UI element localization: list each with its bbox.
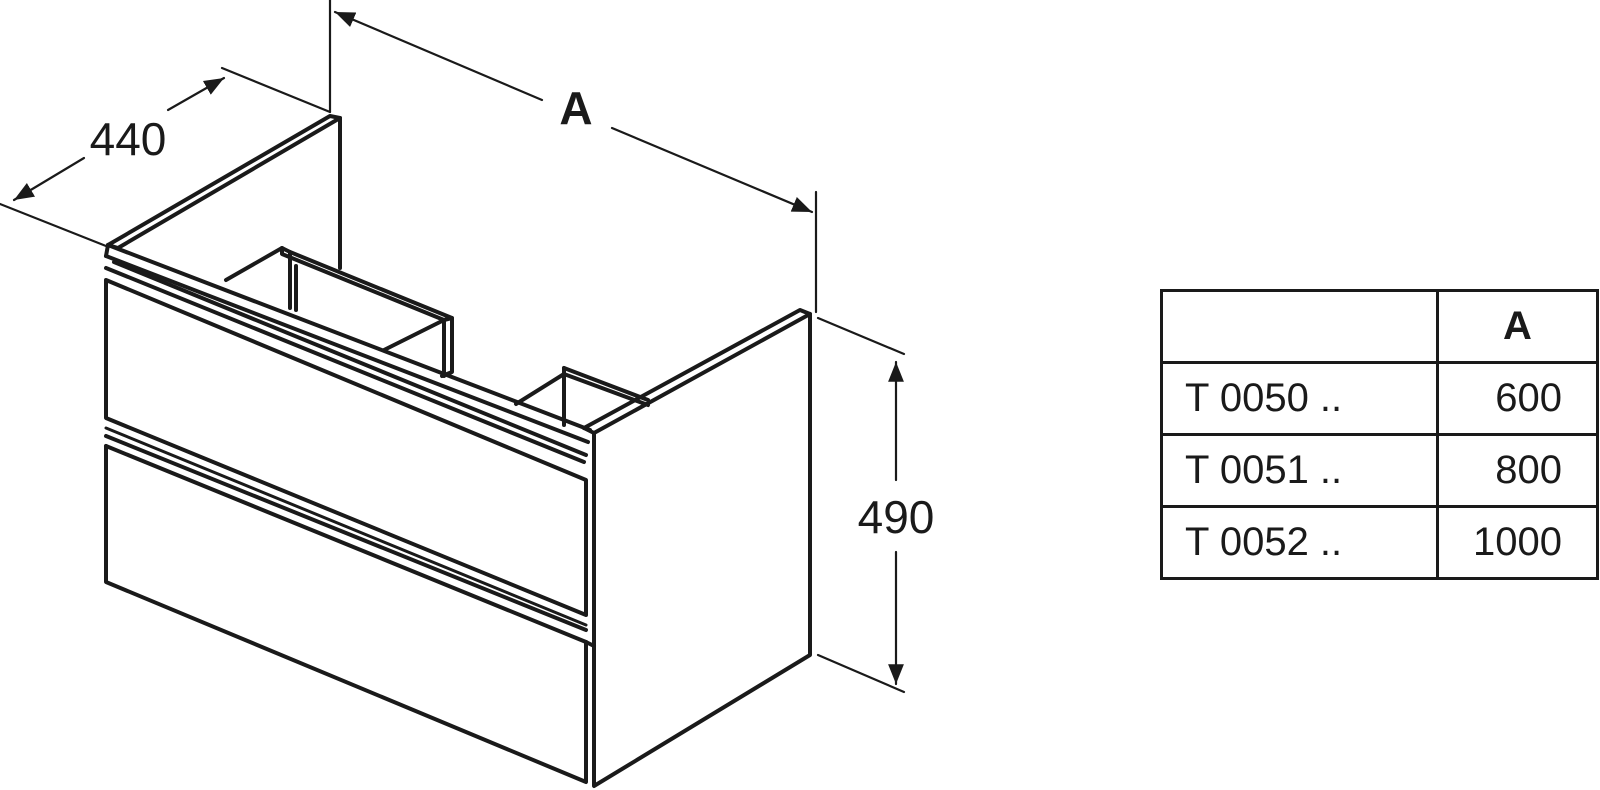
cabinet-body xyxy=(106,114,812,788)
lower-drawer xyxy=(104,434,596,784)
table-header-a: A xyxy=(1436,289,1599,364)
table-cell-a: 800 xyxy=(1436,433,1599,508)
table-row: T 0052 .. 1000 xyxy=(1160,505,1599,580)
table-row: T 0051 .. 800 xyxy=(1160,433,1599,508)
upper-drawer-handle xyxy=(104,416,588,627)
table-cell-code: T 0051 .. xyxy=(1160,433,1439,508)
table-row: T 0050 .. 600 xyxy=(1160,361,1599,436)
table-cell-a: 600 xyxy=(1436,361,1599,436)
table-header-code xyxy=(1160,289,1439,364)
table-cell-code: T 0052 .. xyxy=(1160,505,1439,580)
width-dimension-label: A xyxy=(559,82,592,134)
upper-drawer xyxy=(104,243,592,617)
table-cell-code: T 0050 .. xyxy=(1160,361,1439,436)
table-header-row: A xyxy=(1160,289,1599,364)
depth-dimension-label: 440 xyxy=(90,113,167,165)
dimension-height xyxy=(816,316,906,694)
siphon-cutout-left xyxy=(224,246,454,378)
siphon-cutout-right xyxy=(514,366,650,427)
size-table: A T 0050 .. 600 T 0051 .. 800 T 0052 .. … xyxy=(1160,289,1599,580)
dimension-width xyxy=(328,0,818,314)
dimension-depth xyxy=(0,66,332,248)
height-dimension-label: 490 xyxy=(858,491,935,543)
table-cell-a: 1000 xyxy=(1436,505,1599,580)
